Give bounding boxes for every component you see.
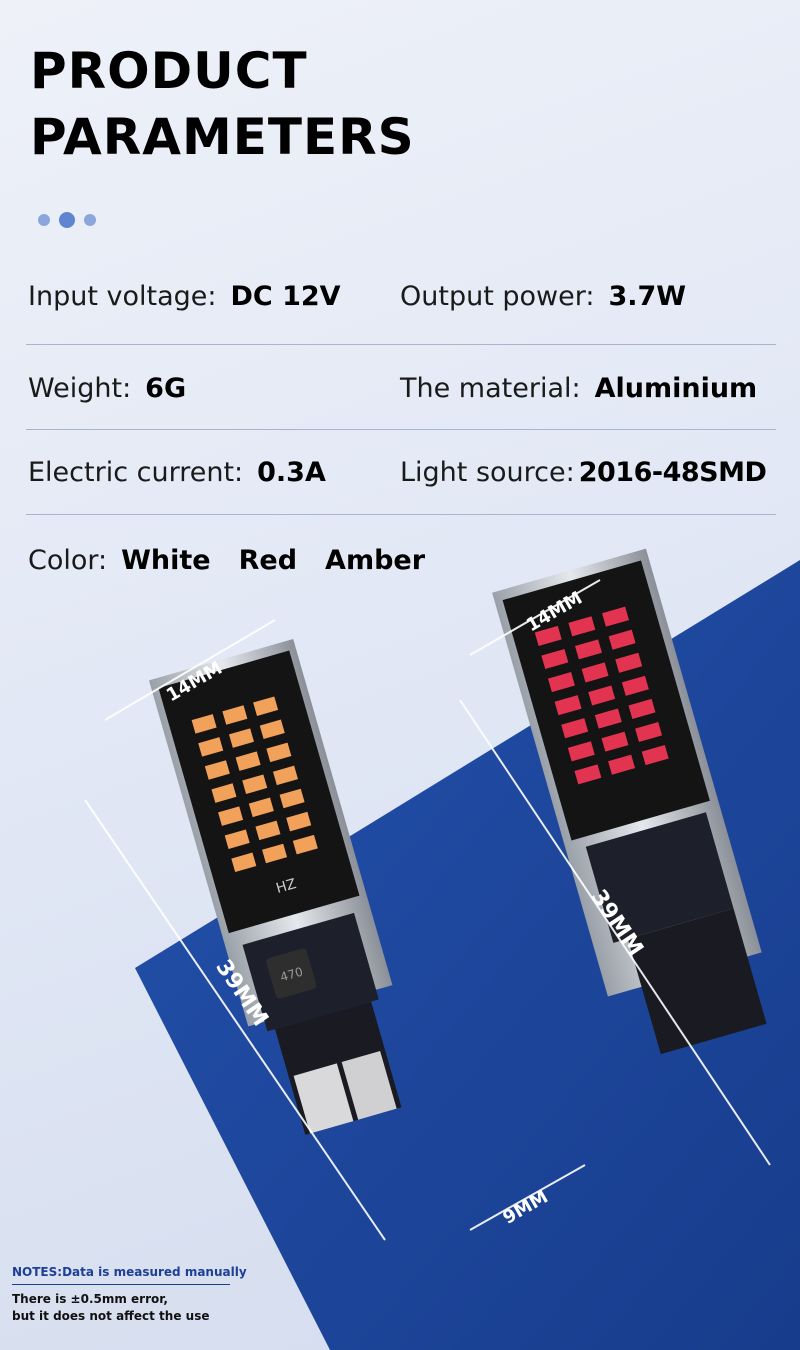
notes-line-1: There is ±0.5mm error, <box>12 1292 168 1306</box>
param-label: Electric current: <box>28 456 244 488</box>
divider <box>26 514 776 515</box>
param-row-3: Electric current: 0.3A Light source: 201… <box>0 442 800 502</box>
notes-title: NOTES:Data is measured manually <box>12 1265 247 1279</box>
dot <box>38 214 50 226</box>
title-line-1: PRODUCT <box>30 42 308 100</box>
page-title: PRODUCT PARAMETERS <box>30 38 415 170</box>
divider <box>26 429 776 430</box>
board-model-mark: HZ <box>274 876 298 897</box>
red-led-bulb <box>492 548 767 1055</box>
param-weight: Weight: 6G <box>28 358 186 418</box>
notes-block: NOTES:Data is measured manually There is… <box>12 1265 247 1325</box>
param-label: Output power: <box>400 280 595 312</box>
param-row-1: Input voltage: DC 12V Output power: 3.7W <box>0 266 800 326</box>
param-color: Color: White Red Amber <box>28 530 425 590</box>
param-value: Aluminium <box>594 372 758 404</box>
amber-led-array <box>191 696 318 873</box>
param-material: The material: Aluminium <box>400 358 757 418</box>
param-value: 2016-48SMD <box>578 456 767 488</box>
param-value: 0.3A <box>257 456 326 488</box>
pagination-dots <box>38 212 96 228</box>
param-label: Input voltage: <box>28 280 217 312</box>
param-input-voltage: Input voltage: DC 12V <box>28 266 341 326</box>
dimension-lines <box>84 579 771 1241</box>
color-option-red: Red <box>238 544 298 576</box>
red-led-array <box>534 606 669 785</box>
param-electric-current: Electric current: 0.3A <box>28 442 326 502</box>
param-value: DC 12V <box>230 280 341 312</box>
param-label: The material: <box>400 372 581 404</box>
color-option-amber: Amber <box>325 544 426 576</box>
param-label: Light source: <box>400 456 575 488</box>
param-label: Weight: <box>28 372 132 404</box>
notes-divider <box>12 1284 230 1285</box>
param-label: Color: <box>28 544 108 576</box>
param-value: 6G <box>145 372 187 404</box>
divider <box>26 344 776 345</box>
notes-line-2: but it does not affect the use <box>12 1309 210 1323</box>
param-row-2: Weight: 6G The material: Aluminium <box>0 358 800 418</box>
inductor-mark: 470 <box>279 965 305 985</box>
dot <box>84 214 96 226</box>
param-light-source: Light source: 2016-48SMD <box>400 442 767 502</box>
param-value: 3.7W <box>608 280 687 312</box>
title-line-2: PARAMETERS <box>30 108 415 166</box>
param-output-power: Output power: 3.7W <box>400 266 686 326</box>
dot-active <box>59 212 75 228</box>
amber-led-bulb: HZ 470 <box>148 639 402 1135</box>
color-option-white: White <box>121 544 211 576</box>
param-row-color: Color: White Red Amber <box>0 530 800 590</box>
